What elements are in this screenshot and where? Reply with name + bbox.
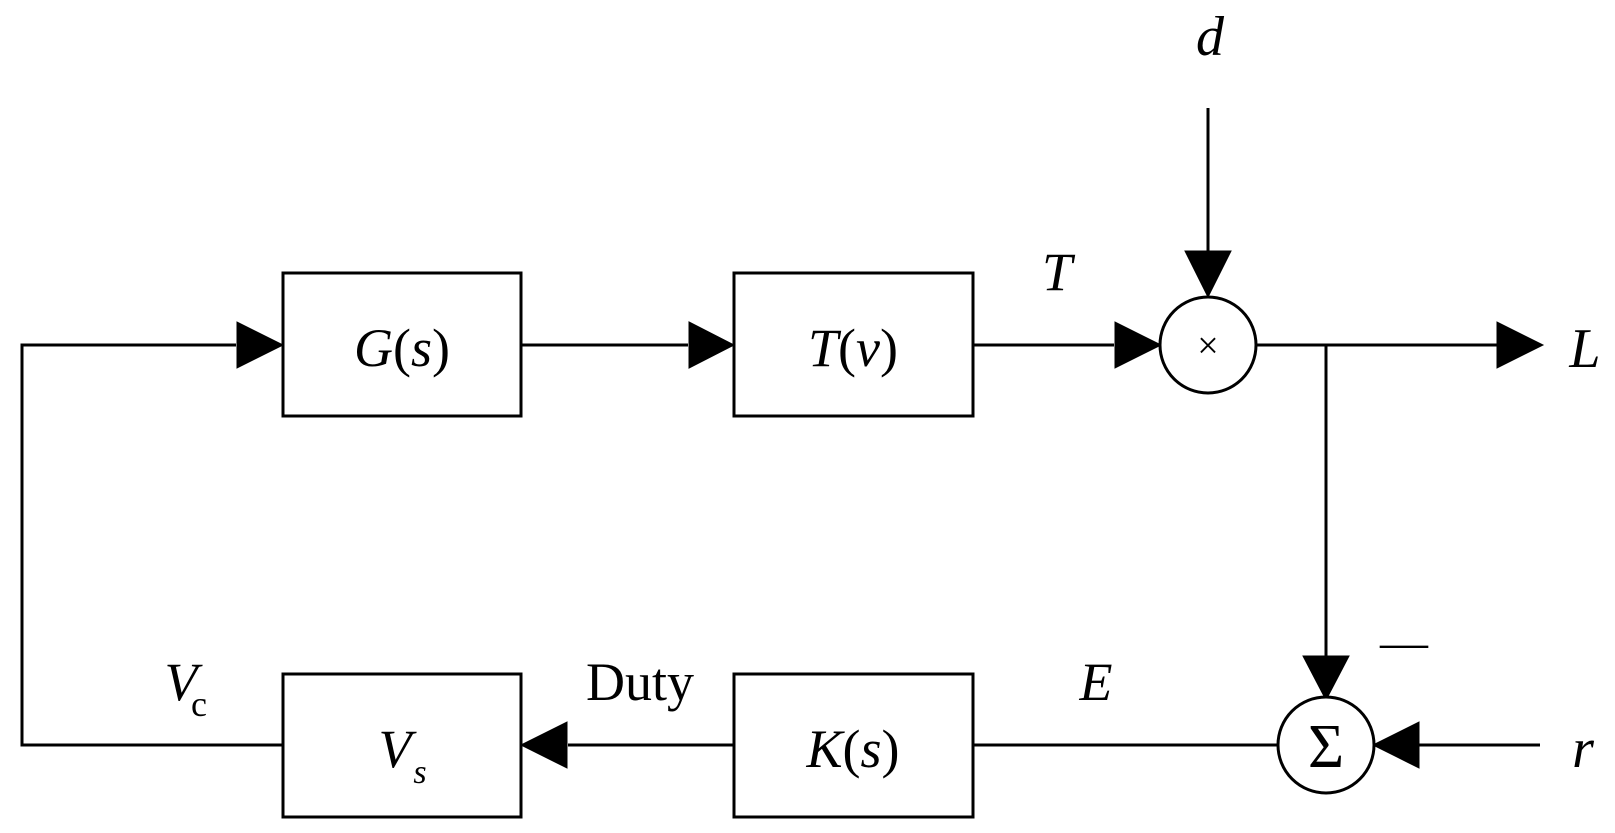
block-vs-sub: s: [413, 754, 426, 791]
signal-e-label: E: [1079, 652, 1113, 712]
arrowhead-into-t: [688, 321, 736, 369]
arrowhead-into-vs: [519, 721, 568, 769]
signal-duty-label: Duty: [586, 652, 694, 712]
svg-text:T(v): T(v): [808, 318, 898, 378]
summer-minus-sign: —: [1379, 616, 1429, 669]
summer-node: Σ: [1276, 695, 1376, 795]
arrowhead-d-into-mult: [1184, 250, 1232, 299]
signal-r-label: r: [1572, 718, 1594, 780]
block-g-arg: s: [411, 318, 432, 378]
arrowhead-into-g: [236, 321, 285, 369]
block-k-name: K: [805, 719, 845, 779]
signal-d-label: d: [1196, 6, 1225, 68]
block-t-name: T: [808, 318, 842, 378]
block-vs-name: V: [379, 719, 418, 779]
arrowhead-into-summer-top: [1302, 655, 1350, 702]
svg-text:K(s): K(s): [805, 719, 899, 779]
block-g-name: G: [354, 318, 393, 378]
multiplier-node: ×: [1158, 295, 1258, 395]
signal-l-label: L: [1568, 318, 1600, 380]
signal-vc-main: V: [165, 652, 204, 712]
block-vs: V s: [281, 672, 523, 819]
block-t: T(v): [732, 271, 975, 418]
wire-vc-feedback: [20, 343, 283, 747]
block-k-arg: s: [861, 719, 882, 779]
svg-text:G(s): G(s): [354, 318, 450, 378]
block-g: G(s): [281, 271, 523, 418]
signal-vc-label: V c: [165, 652, 207, 724]
arrowhead-output-l: [1496, 321, 1545, 369]
block-t-arg: v: [856, 318, 880, 378]
arrowhead-r-into-summer: [1371, 721, 1420, 769]
multiplier-symbol: ×: [1197, 325, 1218, 367]
signal-t-label: T: [1042, 242, 1076, 302]
signal-vc-sub: c: [191, 684, 207, 724]
arrowhead-into-mult: [1114, 321, 1163, 369]
block-k: K(s): [732, 672, 975, 819]
summer-symbol: Σ: [1308, 713, 1344, 781]
